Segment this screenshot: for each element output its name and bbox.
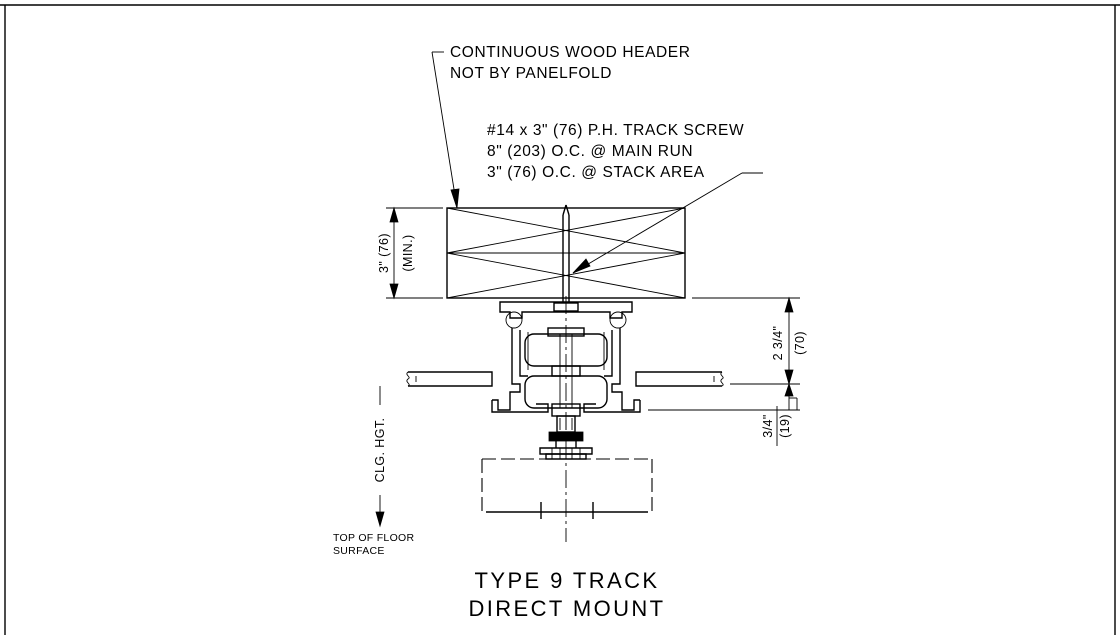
floor-label-line1: TOP OF FLOOR [333, 532, 415, 544]
header-note-line2: NOT BY PANELFOLD [450, 65, 612, 82]
header-height-label: 3" (76) [377, 233, 391, 273]
ceiling-height-label: CLG. HGT. [373, 418, 387, 483]
track-height-dimension: 2 3/4" (70) [648, 296, 807, 411]
drawing-title: TYPE 9 TRACK DIRECT MOUNT [468, 568, 665, 621]
screw-note-leader [572, 172, 763, 274]
header-height-qualifier: (MIN.) [401, 234, 415, 271]
header-height-dimension: 3" (76) (MIN.) [377, 206, 443, 300]
ceiling-tile-left [406, 371, 493, 387]
screw-note-line2: 8" (203) O.C. @ MAIN RUN [487, 143, 693, 160]
track-height-label: 2 3/4" [771, 326, 785, 361]
ceiling-offset-dimension: 3/4" (19) [761, 397, 798, 446]
ceiling-height-dimension: CLG. HGT. [373, 386, 387, 528]
screw-note-line1: #14 x 3" (76) P.H. TRACK SCREW [487, 122, 744, 139]
screw-note-line3: 3" (76) O.C. @ STACK AREA [487, 164, 705, 181]
drawing-border [0, 4, 1120, 635]
track-screw [553, 204, 579, 312]
drawing-title-line2: DIRECT MOUNT [468, 596, 665, 621]
ceiling-tile-right [635, 371, 724, 387]
header-note: CONTINUOUS WOOD HEADER NOT BY PANELFOLD [450, 44, 691, 82]
header-note-line1: CONTINUOUS WOOD HEADER [450, 44, 691, 61]
screw-note: #14 x 3" (76) P.H. TRACK SCREW 8" (203) … [487, 122, 744, 181]
header-note-leader [431, 51, 460, 209]
panel-outline [481, 458, 653, 519]
floor-label: TOP OF FLOOR SURFACE [333, 532, 415, 557]
track-extrusion [491, 301, 641, 413]
floor-label-line2: SURFACE [333, 545, 385, 557]
wood-header-block [446, 207, 686, 299]
ceiling-offset-label: 3/4" [761, 414, 775, 437]
ceiling-offset-metric-label: (19) [778, 414, 792, 438]
drawing-title-line1: TYPE 9 TRACK [475, 568, 660, 593]
track-height-metric-label: (70) [793, 331, 807, 355]
